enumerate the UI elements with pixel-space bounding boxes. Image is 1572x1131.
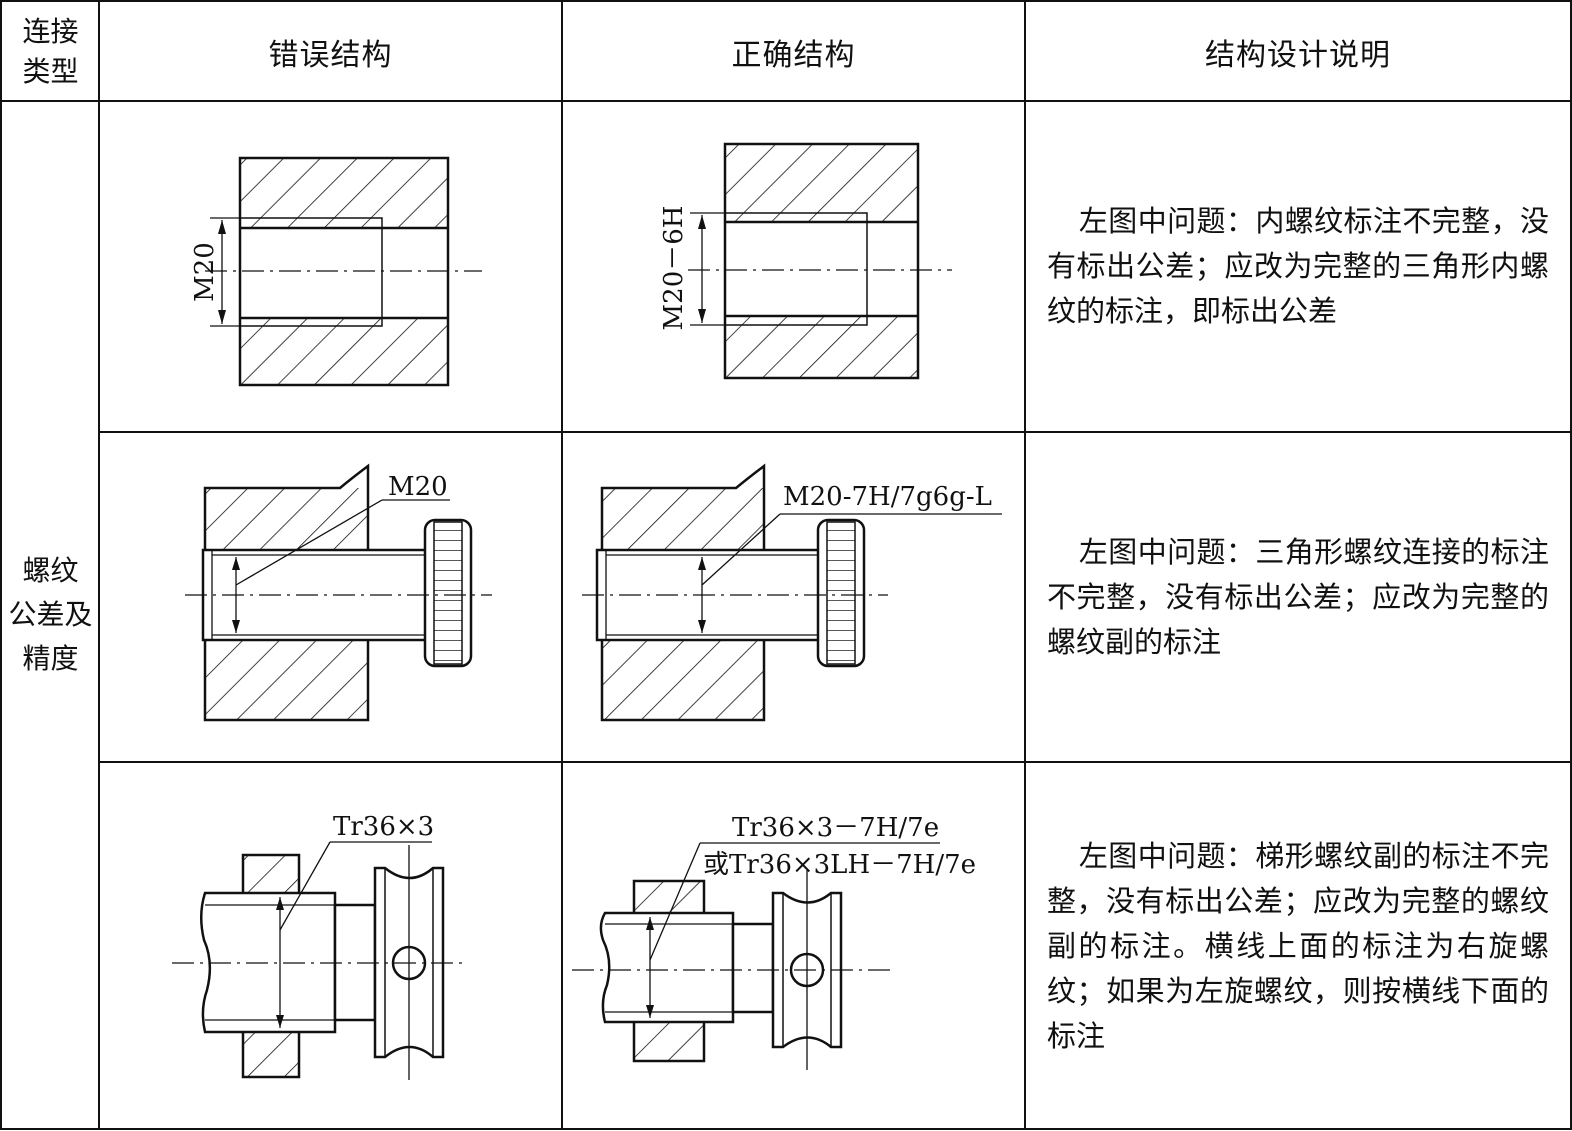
- header-note: 结构设计说明: [1205, 37, 1391, 73]
- row1-correct-drawing: [688, 142, 952, 380]
- row2-correct-drawing: [582, 463, 1002, 722]
- row3-correct-label-2: 或Tr36×3LH－7H/7e: [703, 850, 976, 880]
- row1-wrong-label: M20: [190, 242, 220, 302]
- header-correct: 正确结构: [731, 37, 856, 73]
- header-wrong: 错误结构: [268, 37, 393, 73]
- row3-wrong-label: Tr36×3: [333, 812, 434, 842]
- row1-wrong-drawing: [205, 156, 482, 387]
- row3-correct-drawing: [572, 842, 940, 1070]
- row1-correct-label: M20－6H: [659, 206, 689, 331]
- header-type: 连接类型: [22, 14, 79, 88]
- row2-note: 左图中问题：三角形螺纹连接的标注不完整，没有标出公差；应改为完整的螺纹副的标注: [1047, 534, 1549, 659]
- row2-wrong-label: M20: [388, 472, 448, 502]
- row1-note: 左图中问题：内螺纹标注不完整，没有标出公差；应改为完整的三角形内螺纹的标注，即标…: [1047, 204, 1549, 328]
- category-label: 螺纹 公差及 精度: [8, 554, 93, 675]
- row3-note: 左图中问题：梯形螺纹副的标注不完整，没有标出公差；应改为完整的螺纹副的标注。横线…: [1047, 839, 1549, 1053]
- row3-wrong-drawing: [172, 841, 462, 1080]
- row3-correct-label-1: Tr36×3－7H/7e: [732, 813, 939, 843]
- row2-wrong-drawing: [185, 463, 492, 722]
- row2-correct-label: M20-7H/7g6g-L: [783, 482, 992, 512]
